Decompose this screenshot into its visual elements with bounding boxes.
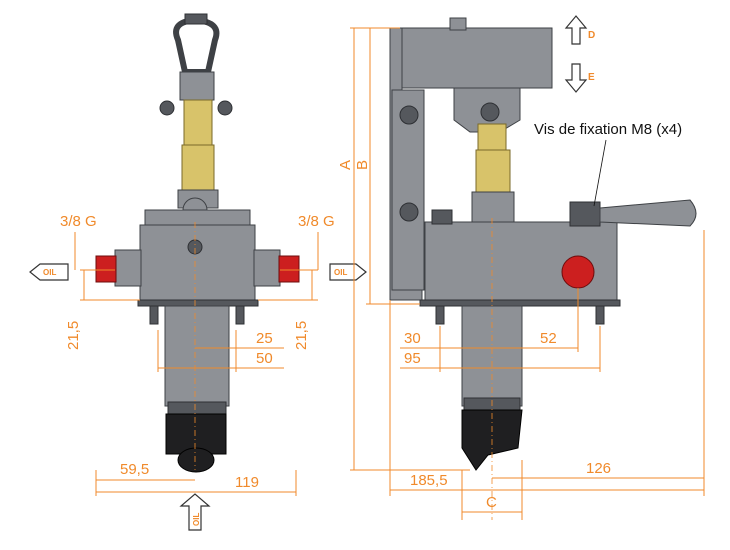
dim-126: 126 <box>586 460 611 477</box>
side-base-plate <box>419 299 621 307</box>
side-stud-left <box>435 305 445 325</box>
side-block-cap <box>431 209 453 225</box>
lever-top <box>399 27 553 89</box>
svg-text:D: D <box>588 30 595 41</box>
base-plate <box>137 299 259 307</box>
handle-loop <box>173 16 220 75</box>
dim-185-5: 185,5 <box>410 472 448 489</box>
dim-119: 119 <box>235 474 259 491</box>
dim-30: 30 <box>404 330 421 347</box>
direction-arrow-up: D <box>564 15 595 45</box>
valve-handle <box>599 199 697 227</box>
reservoir <box>164 305 230 407</box>
mount-note: Vis de fixation M8 (x4) <box>534 121 682 138</box>
side-port-plug <box>561 255 595 289</box>
yoke <box>179 71 215 101</box>
side-view: D E Vis de fixation M8 (x4) A B 30 52 95… <box>337 15 705 520</box>
dim-21-5-left: 21,5 <box>65 321 82 350</box>
piston-rod <box>181 144 215 196</box>
oil-arrow-bottom: OIL <box>179 493 211 531</box>
main-block <box>139 224 256 306</box>
right-port-plug <box>278 255 300 283</box>
side-yoke-bolt <box>480 102 500 122</box>
svg-text:E: E <box>588 72 595 83</box>
dim-95: 95 <box>404 350 421 367</box>
knob-top <box>449 17 467 31</box>
front-view: OIL OIL OIL 3/8 G 3/8 G 21,5 21,5 25 50 <box>29 13 367 531</box>
yoke-bolt-left <box>159 100 175 116</box>
left-port-fitting <box>114 249 142 287</box>
dim-C: C <box>486 494 497 511</box>
stud-left <box>149 305 159 325</box>
stud-right <box>235 305 245 325</box>
dim-21-5-right: 21,5 <box>293 321 310 350</box>
piston-brass <box>183 99 213 146</box>
oil-arrow-left: OIL <box>29 263 69 281</box>
lever-bolt-lower <box>399 202 419 222</box>
dim-B: B <box>354 160 371 170</box>
left-port-plug <box>95 255 117 283</box>
svg-text:OIL: OIL <box>334 268 347 277</box>
direction-arrow-down: E <box>564 63 595 93</box>
valve-stem <box>569 201 601 227</box>
dim-A: A <box>337 160 354 170</box>
yoke-bolt-right <box>217 100 233 116</box>
svg-text:OIL: OIL <box>192 513 201 526</box>
black-base <box>165 413 227 455</box>
side-stud-right <box>595 305 605 325</box>
side-piston-rod <box>475 149 511 196</box>
port-label-right: 3/8 G <box>298 213 335 230</box>
dim-52: 52 <box>540 330 557 347</box>
svg-text:OIL: OIL <box>43 268 56 277</box>
handle-top-clip <box>184 13 208 25</box>
dim-50: 50 <box>256 350 273 367</box>
port-label-left: 3/8 G <box>60 213 97 230</box>
side-piston-collar <box>471 191 515 223</box>
lever-bolt-upper <box>399 105 419 125</box>
side-piston-brass <box>477 123 507 155</box>
black-foot <box>177 447 215 473</box>
dim-59-5: 59,5 <box>120 461 149 478</box>
right-port-fitting <box>253 249 281 287</box>
oil-arrow-right: OIL <box>329 263 367 281</box>
dim-25: 25 <box>256 330 273 347</box>
